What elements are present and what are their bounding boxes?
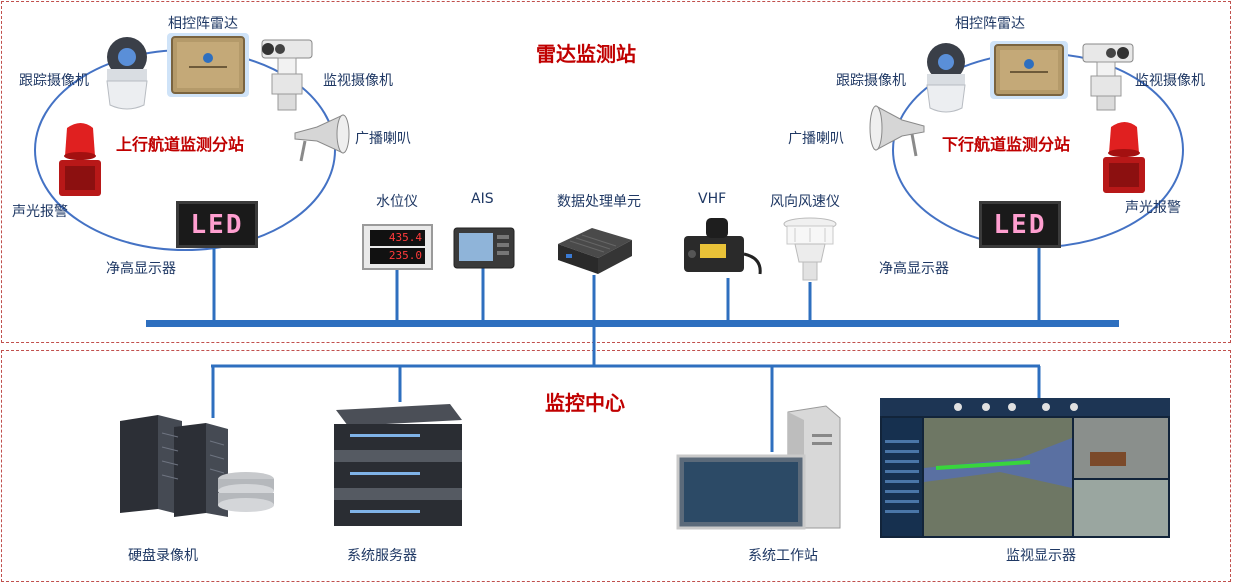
data-processing-unit-icon	[558, 228, 632, 274]
downstream-clearance-display-label: 净高显示器	[879, 261, 949, 277]
workstation-label: 系统工作站	[748, 548, 818, 564]
main-bus	[146, 320, 1119, 327]
upstream-tracking-camera-label: 跟踪摄像机	[19, 73, 89, 89]
workstation-icon	[676, 405, 841, 530]
anemometer-label: 风向风速仪	[770, 194, 840, 210]
server-label: 系统服务器	[347, 548, 417, 564]
downstream-loudspeaker-icon	[869, 105, 925, 157]
water-level-label: 水位仪	[376, 194, 418, 210]
downstream-tracking-camera-label: 跟踪摄像机	[836, 73, 906, 89]
dvr-label: 硬盘录像机	[128, 548, 198, 564]
downstream-monitor-camera-icon	[1082, 43, 1134, 111]
radar-station-panel	[1, 1, 1231, 343]
upstream-alarm-icon	[59, 123, 101, 196]
upstream-led-display: LED	[176, 201, 258, 248]
ais-label: AIS	[471, 191, 494, 207]
data-unit-label: 数据处理单元	[557, 194, 641, 210]
downstream-alarm-icon	[1103, 122, 1145, 193]
downstream-station-title: 下行航道监测分站	[942, 135, 1071, 154]
upstream-led-text: LED	[190, 209, 244, 240]
dvr-rack-icon	[120, 415, 274, 517]
water-level-meter: 435.4 235.0	[362, 224, 433, 270]
upstream-monitor-camera-label: 监视摄像机	[323, 73, 393, 89]
monitor-display-label: 监视显示器	[1006, 548, 1076, 564]
downstream-phased-radar-icon	[990, 41, 1068, 99]
upstream-loudspeaker-label: 广播喇叭	[355, 131, 411, 147]
radar-station-title: 雷达监测站	[536, 42, 636, 66]
downstream-tracking-camera-icon	[926, 43, 966, 113]
monitoring-center-title: 监控中心	[545, 391, 625, 415]
upstream-alarm-label: 声光报警	[12, 204, 68, 220]
downstream-alarm-label: 声光报警	[1125, 200, 1181, 216]
system-server-icon	[334, 404, 462, 526]
downstream-monitor-camera-label: 监视摄像机	[1135, 73, 1205, 89]
downstream-loudspeaker-label: 广播喇叭	[788, 131, 844, 147]
anemometer-icon	[783, 217, 837, 281]
vhf-radio-icon	[684, 218, 762, 275]
monitor-display-icon	[880, 398, 1170, 538]
water-level-reading-2: 235.0	[370, 248, 425, 264]
downstream-radar-label: 相控阵雷达	[955, 16, 1025, 32]
upstream-loudspeaker-icon	[294, 114, 350, 162]
downstream-led-display: LED	[979, 201, 1061, 248]
downstream-led-text: LED	[993, 209, 1047, 240]
monitoring-center-panel	[1, 350, 1231, 582]
upstream-station-title: 上行航道监测分站	[116, 135, 245, 154]
upstream-phased-radar-icon	[167, 33, 249, 97]
water-level-reading-1: 435.4	[370, 230, 425, 246]
ais-device-icon	[453, 227, 515, 269]
upstream-monitor-camera-icon	[261, 39, 313, 111]
upstream-tracking-camera-icon	[106, 37, 148, 110]
upstream-clearance-display-label: 净高显示器	[106, 261, 176, 277]
vhf-label: VHF	[698, 191, 727, 207]
upstream-radar-label: 相控阵雷达	[168, 16, 238, 32]
